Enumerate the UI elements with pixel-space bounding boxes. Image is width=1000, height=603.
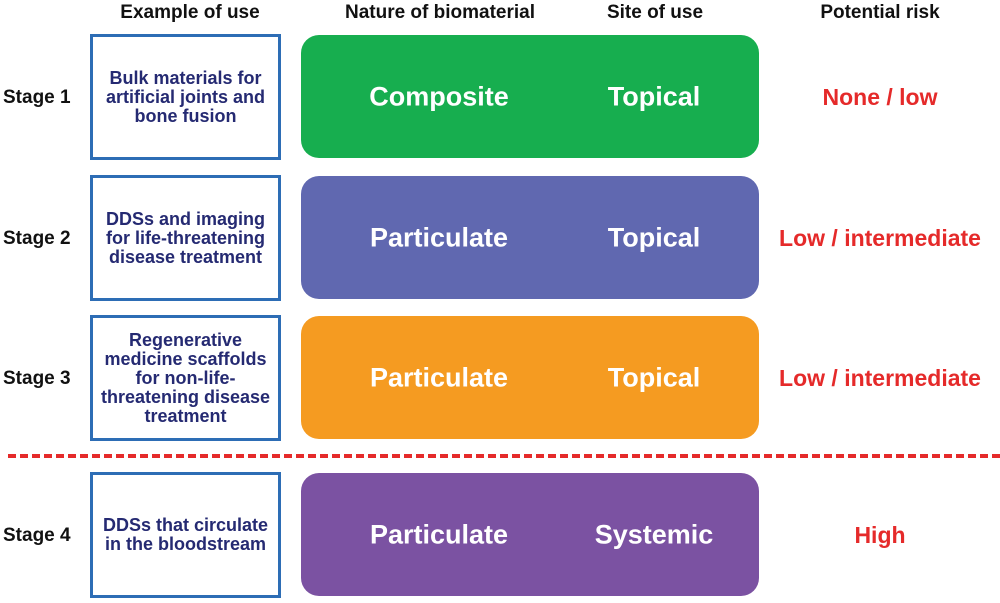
stage-3-example-box: Regenerative medicine scaffolds for non-… (90, 315, 281, 441)
stage-1-label: Stage 1 (3, 87, 71, 108)
stage-2-example-box: DDSs and imaging for life-threatening di… (90, 175, 281, 301)
stage-3-risk: Low / intermediate (779, 365, 981, 391)
stage-2-site: Topical (607, 222, 701, 252)
stage-2-risk: Low / intermediate (779, 225, 981, 251)
stage-1-site: Topical (607, 81, 701, 111)
header-potential-risk: Potential risk (820, 2, 940, 23)
stage-3-label: Stage 3 (3, 368, 71, 389)
stage-4-site: Systemic (594, 519, 714, 549)
stage-3-bar: Particulate Topical (301, 316, 759, 439)
stage-4-example-box: DDSs that circulate in the bloodstream (90, 472, 281, 598)
stage-1-bar: Composite Topical (301, 35, 759, 158)
stage-1-risk: None / low (822, 84, 938, 110)
stage-2-nature: Particulate (369, 222, 509, 252)
stage-3-nature: Particulate (369, 362, 509, 392)
risk-divider-line (8, 454, 1000, 458)
stage-2-bar: Particulate Topical (301, 176, 759, 299)
stage-4-label: Stage 4 (3, 525, 71, 546)
stage-1-nature: Composite (369, 81, 509, 111)
header-site-of-use: Site of use (606, 2, 704, 23)
header-example-of-use: Example of use (120, 2, 260, 23)
stage-1-example-box: Bulk materials for artificial joints and… (90, 34, 281, 160)
stage-4-nature: Particulate (369, 519, 509, 549)
stage-4-risk: High (854, 522, 906, 548)
stage-2-label: Stage 2 (3, 228, 71, 249)
stage-3-site: Topical (607, 362, 701, 392)
stage-4-bar: Particulate Systemic (301, 473, 759, 596)
header-nature-of-biomaterial: Nature of biomaterial (344, 2, 536, 23)
